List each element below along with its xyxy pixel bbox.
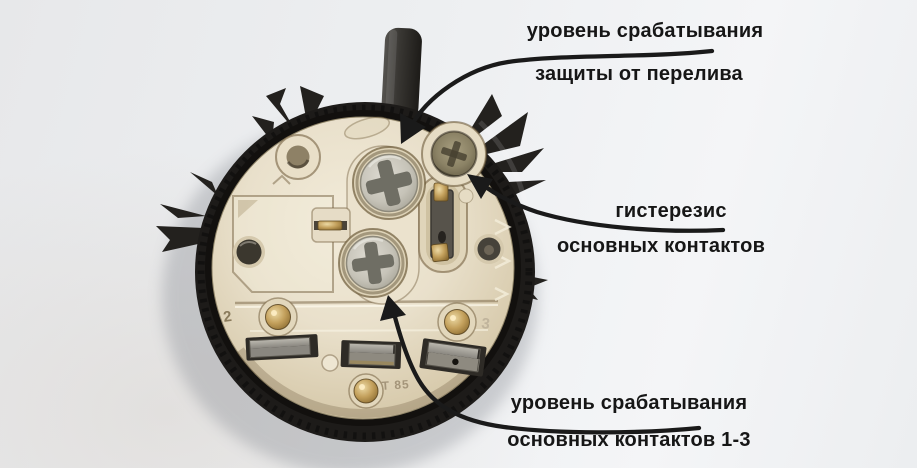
spade-terminal-right [419,338,487,377]
arrow-to-main-contacts-screw [380,295,702,435]
vent-ring-hole [275,134,321,180]
annotation-arrows [380,48,726,435]
brass-rivet-contact-2 [258,297,298,337]
hysteresis-screw-slot [441,141,467,167]
label-main-contacts-line1: уровень срабатывания [510,392,748,414]
spade-terminal-left [245,334,319,361]
phillips-slot [351,241,395,285]
adjustment-screw-overflow [352,146,426,220]
spade-terminal-center [340,340,402,370]
arrow-to-overflow-screw [400,48,715,144]
contact-jumper-block [311,207,351,243]
label-hysteresis-line1: гистерезис [615,200,727,222]
label-hysteresis-line2: основных контактов [556,235,766,257]
brass-rivet-contact-bottom [348,373,384,409]
molded-ridges [232,116,512,332]
contact-strip-recess [418,175,468,273]
contact-number-2: 2 [222,308,233,326]
label-main-contacts-line2: основных контактов 1-3 [507,429,751,451]
mounting-hole-right [474,234,504,264]
phillips-slot [365,159,413,207]
adjustment-screw-main-contacts [338,228,408,298]
arrow-to-hysteresis-screw [467,174,726,233]
plastic-peg [321,354,339,372]
face-plate: 2 3 Т 85 [211,116,515,420]
molded-stamp: Т 85 [381,377,410,393]
label-overflow-protection-line1: уровень срабатывания [526,20,764,42]
hose-nozzle [381,27,422,121]
contact-number-3: 3 [481,315,491,333]
label-overflow-protection-line2: защиты от перелива [535,63,743,85]
brass-rivet-contact-3 [437,302,477,342]
mounting-hole-left [233,236,265,268]
hysteresis-screw-recess [421,121,487,204]
